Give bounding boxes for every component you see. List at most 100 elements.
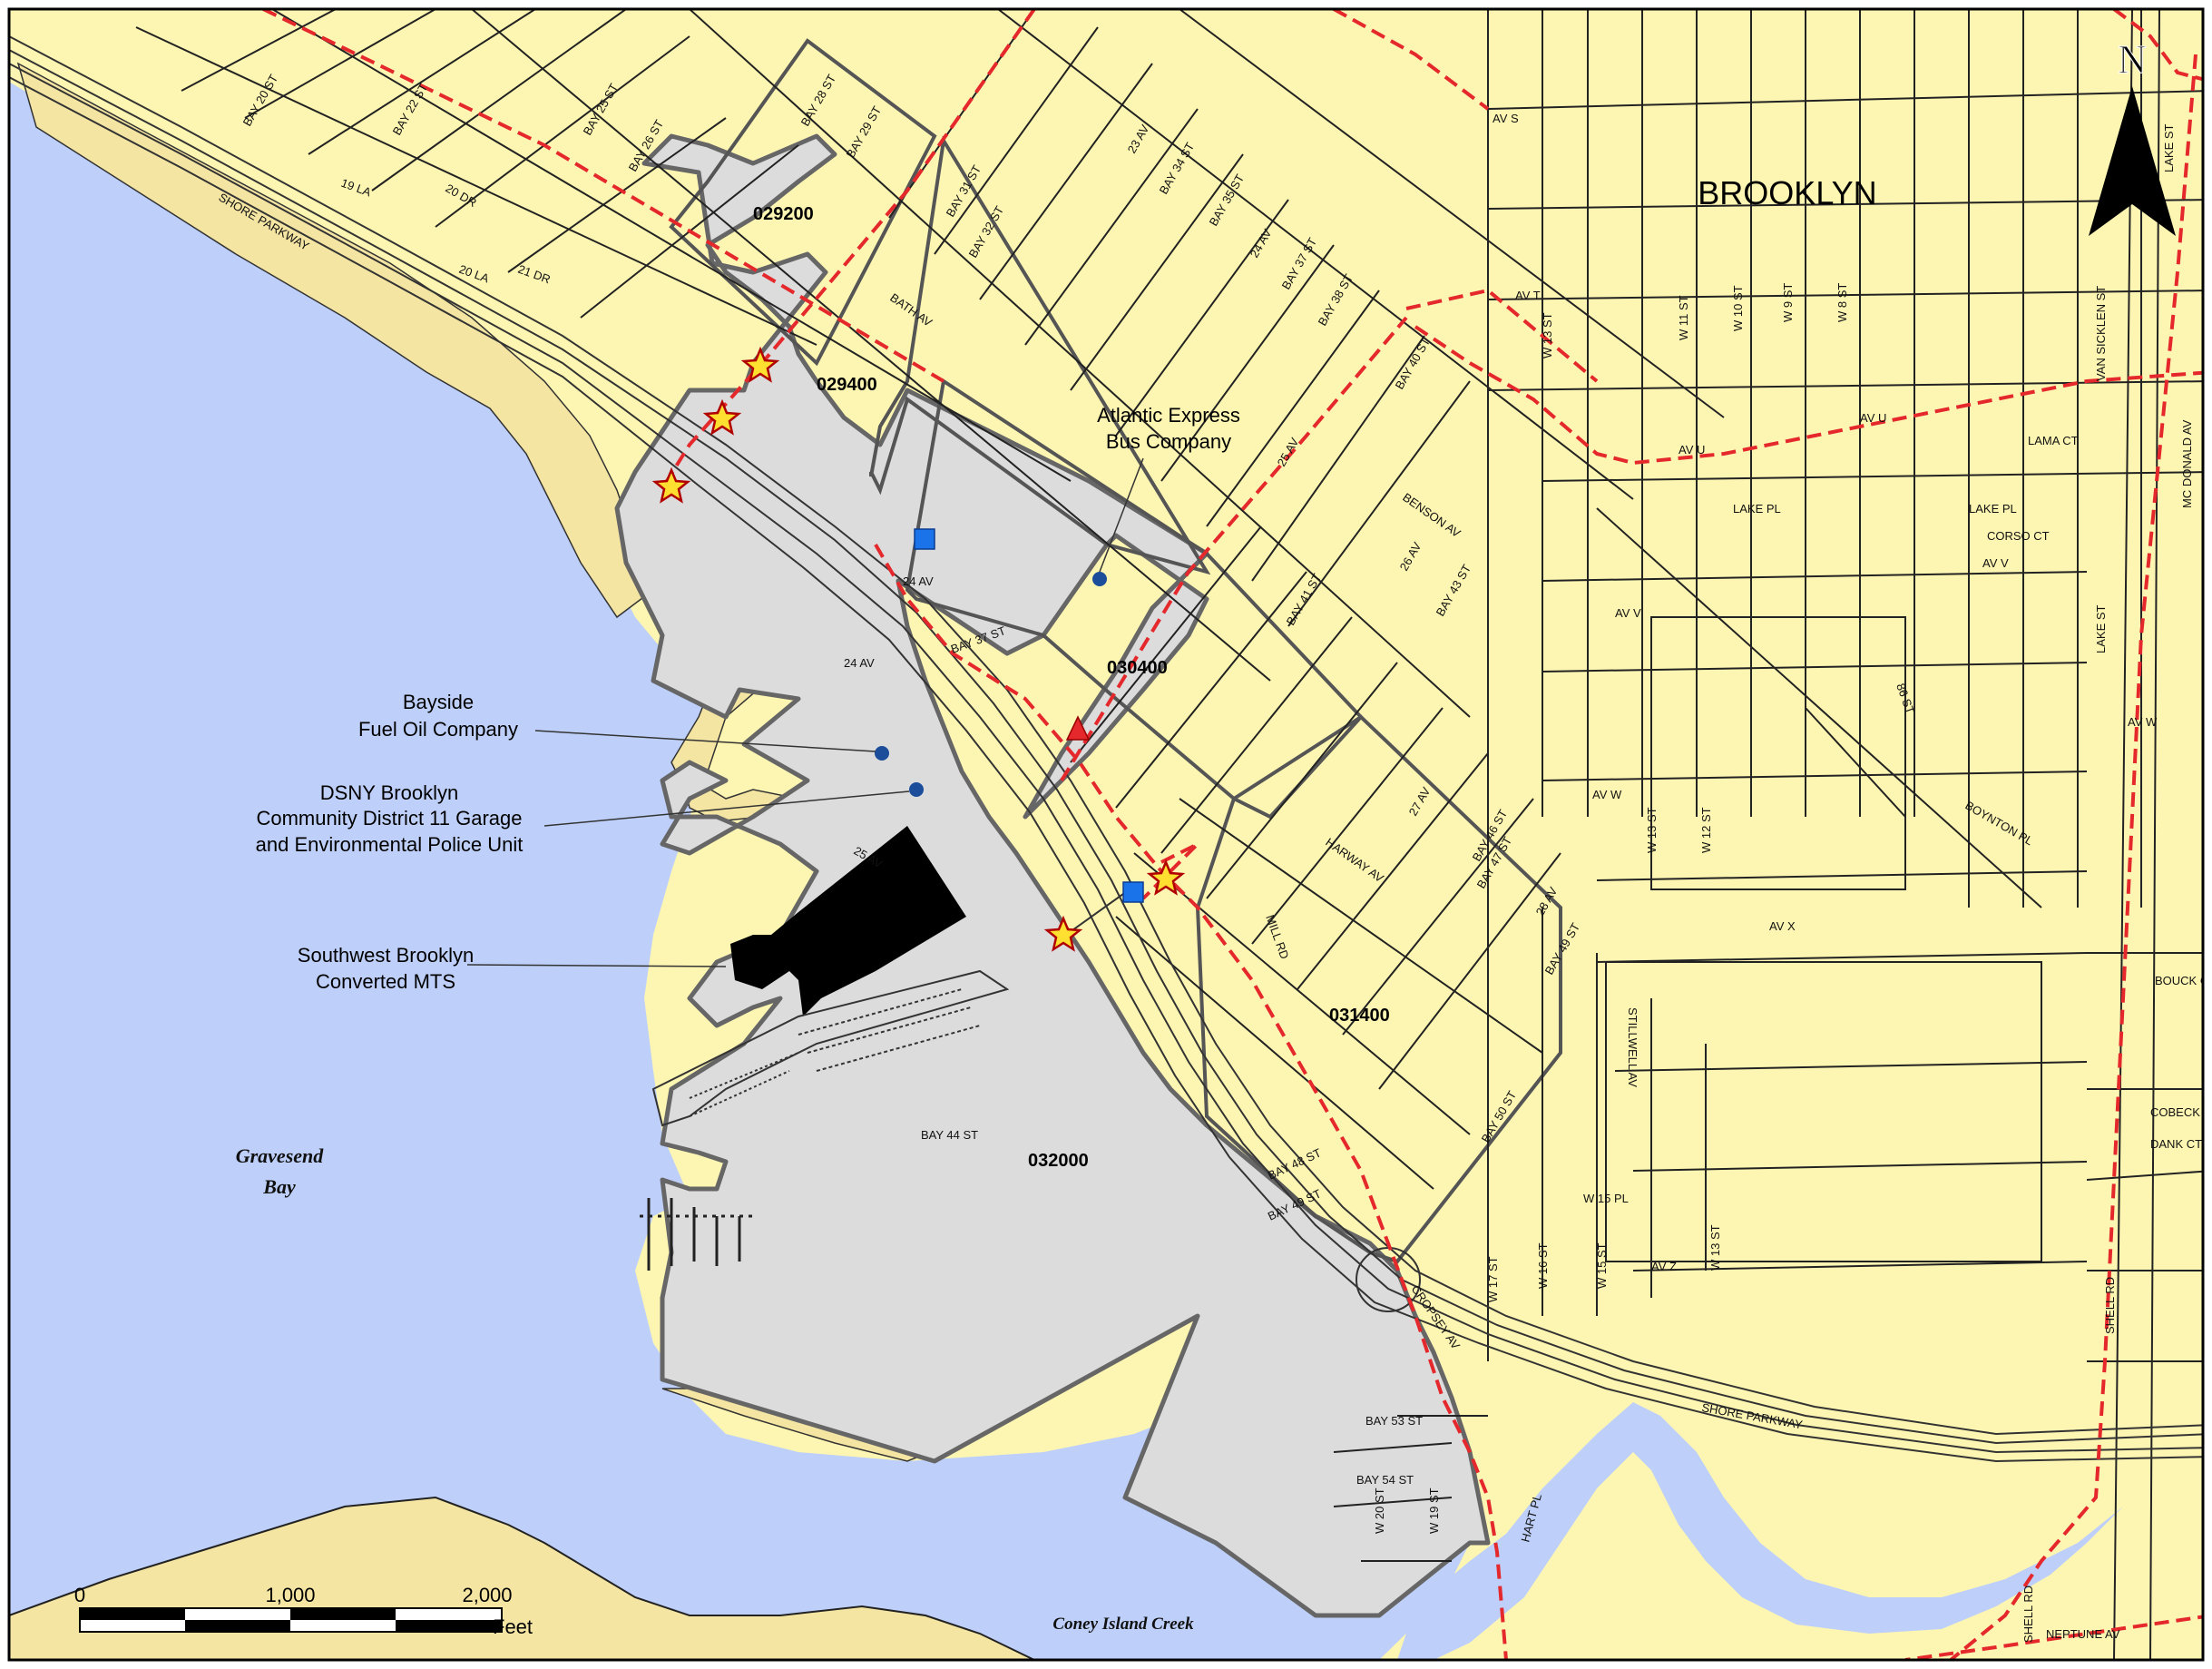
beach (16, 62, 654, 619)
street-label: AV V (1615, 606, 1641, 620)
square-marker-icon (1122, 881, 1144, 903)
street-label: W 17 ST (1486, 1256, 1500, 1302)
street-label: AV U (1860, 411, 1886, 425)
street-label: AV V (1982, 556, 2009, 570)
star-icon (1146, 859, 1186, 896)
coney-island-creek (1397, 1402, 2141, 1660)
star-icon (651, 466, 691, 504)
pier (651, 969, 1010, 1127)
street-label: 24 AV (903, 574, 934, 588)
tract-outline (869, 135, 1211, 575)
site-label: Fuel Oil Company (358, 718, 518, 741)
street-label: NEPTUNE AV (2046, 1627, 2120, 1641)
street-label: 24 AV (844, 656, 875, 670)
street-label: W 13 ST (1645, 807, 1659, 853)
converted-mts (730, 826, 966, 1016)
water-label: Coney Island Creek (1052, 1615, 1194, 1634)
truck-route (262, 9, 2203, 1660)
street-label: AV W (2128, 715, 2158, 729)
star-markers (651, 346, 1186, 952)
water-label: Gravesend (236, 1144, 325, 1167)
gravesend-bay-water (9, 82, 1415, 1660)
scale-tick-label: 2,000 (462, 1584, 512, 1606)
star-icon (702, 398, 742, 436)
street-label: W 16 ST (1536, 1242, 1550, 1289)
street-label: W 13 ST (1708, 1224, 1722, 1271)
street-label: W 20 ST (1373, 1487, 1386, 1534)
street-label: LAKE PL (1733, 502, 1781, 515)
street-label: LAMA CT (2028, 434, 2079, 447)
street-label: MC DONALD AV (2180, 419, 2194, 508)
street-label: SHELL RD (2021, 1586, 2035, 1643)
north-arrow-icon: N (2118, 37, 2147, 82)
tract-label: 029400 (817, 375, 877, 395)
site-label: Atlantic Express (1097, 404, 1240, 427)
street-label: LAKE ST (2094, 604, 2108, 653)
street-label: W 9 ST (1781, 283, 1795, 322)
star-icon (1043, 915, 1083, 952)
block (1650, 616, 1906, 890)
street-label: AV X (1769, 919, 1796, 933)
tract-label: 030400 (1107, 658, 1168, 678)
street-label: AV S (1493, 112, 1519, 125)
triangle-marker-icon (1065, 715, 1091, 741)
north-arrow: N (2089, 37, 2176, 236)
street-label: W 11 ST (1677, 295, 1690, 340)
street-label: DANK CT (2150, 1137, 2202, 1151)
map-frame (7, 7, 2205, 1662)
site-label: Bus Company (1106, 430, 1231, 453)
star-icon (740, 346, 780, 383)
street-label: W 19 ST (1427, 1487, 1441, 1534)
connector-line (1065, 888, 1130, 936)
street-label: W 8 ST (1835, 283, 1849, 322)
street-label: AV W (1592, 788, 1622, 801)
tract-outline (1195, 714, 1562, 1264)
borough-label: BROOKLYN (1698, 174, 1876, 211)
tract-label: 032000 (1028, 1151, 1089, 1171)
site-dot (875, 746, 889, 761)
street-label: BOUCK CT (2155, 974, 2212, 987)
street-label: CORSO CT (1987, 529, 2050, 543)
water-label: Bay (262, 1175, 296, 1198)
street-label: AV U (1679, 443, 1705, 457)
tract-label: 029200 (753, 204, 814, 224)
site-label: and Environmental Police Unit (256, 833, 524, 856)
tract-outline (669, 38, 937, 367)
scale-tick-label: 0 (74, 1584, 85, 1606)
street-label: AV Z (1651, 1260, 1677, 1273)
marina-docks (640, 1198, 753, 1271)
street-label: LAKE PL (1969, 502, 2017, 515)
street-label: COBECK CT (2150, 1105, 2212, 1119)
street-label: W 13 ST (1541, 312, 1554, 358)
site-label: Southwest Brooklyn (298, 944, 474, 967)
street-label: VAN SICKLEN ST (2094, 286, 2108, 381)
site-label: Community District 11 Garage (256, 807, 522, 830)
street-label: W 12 ST (1699, 807, 1713, 853)
street-label: AV T (1515, 289, 1541, 302)
street-label: BAY 53 ST (1365, 1414, 1423, 1428)
street-label: LAKE ST (2162, 123, 2176, 172)
square-marker-icon (914, 528, 935, 550)
street-label: BAY 44 ST (921, 1128, 978, 1142)
site-label: DSNY Brooklyn (320, 781, 458, 804)
site-label: Bayside (403, 691, 474, 713)
site-dot (909, 782, 924, 797)
scale-tick-label: 1,000 (265, 1584, 315, 1606)
leader-lines (466, 457, 1144, 967)
street-label: BAY 54 ST (1356, 1473, 1414, 1487)
tract-label: 031400 (1329, 1006, 1390, 1026)
street-label: W 15 PL (1583, 1192, 1629, 1205)
block (1605, 961, 2042, 1262)
site-dot (1092, 572, 1107, 586)
site-label: Converted MTS (316, 970, 455, 993)
street-label: W 10 ST (1731, 285, 1745, 331)
street-label: SHELL RD (2103, 1277, 2117, 1334)
street-grid-east (1333, 9, 2203, 1660)
street-label: STILLWELL AV (1626, 1007, 1639, 1087)
street-grid-west (135, 9, 1725, 1190)
street-label: W 15 ST (1595, 1242, 1609, 1289)
tract-outline (905, 378, 1364, 820)
scale-unit-label: Feet (493, 1615, 533, 1638)
arrow-icon (2089, 86, 2176, 236)
